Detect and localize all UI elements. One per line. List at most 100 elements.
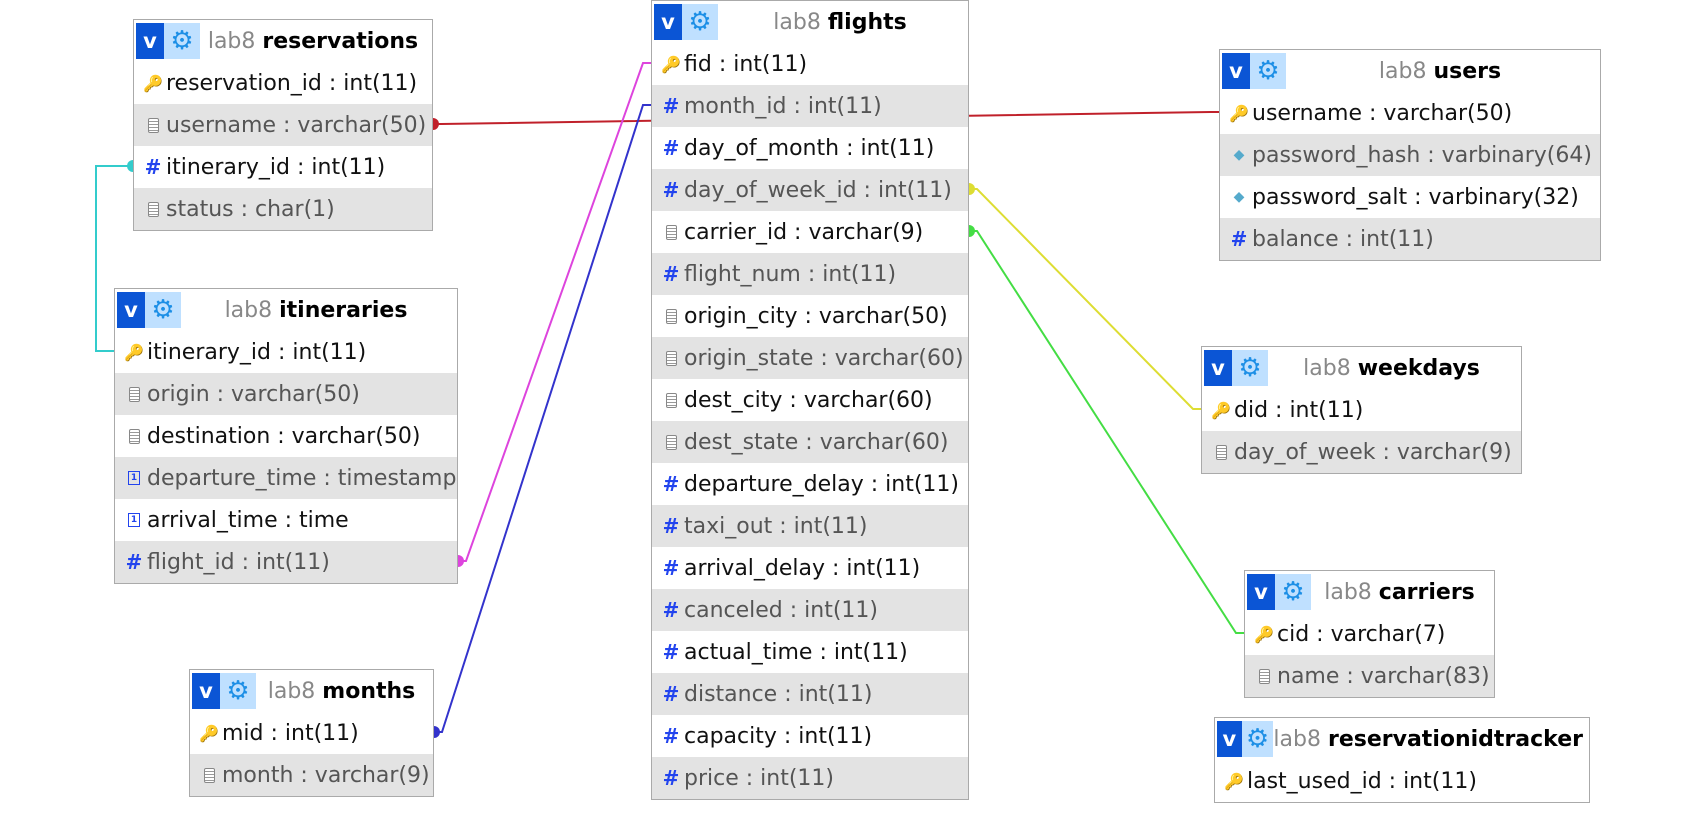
table-column-row[interactable]: day_of_week : varchar(9) [1202, 431, 1521, 473]
table-column-row[interactable]: #capacity : int(11) [652, 715, 968, 757]
table-months[interactable]: v⚙lab8 months🔑mid : int(11)month : varch… [189, 669, 434, 797]
gear-icon[interactable]: ⚙ [1250, 53, 1286, 89]
gear-icon[interactable]: ⚙ [1232, 350, 1268, 386]
column-label: canceled : int(11) [684, 597, 879, 623]
table-column-row[interactable]: ◆password_salt : varbinary(32) [1220, 176, 1600, 218]
table-column-row[interactable]: #month_id : int(11) [652, 85, 968, 127]
toggle-columns-icon[interactable]: v [1204, 350, 1232, 386]
numeric-field-icon: # [662, 178, 680, 202]
gear-icon[interactable]: ⚙ [1241, 721, 1274, 757]
table-column-row[interactable]: dest_state : varchar(60) [652, 421, 968, 463]
column-label: departure_time : timestamp [147, 465, 457, 491]
column-label: month_id : int(11) [684, 93, 882, 119]
table-column-row[interactable]: #day_of_month : int(11) [652, 127, 968, 169]
table-column-row[interactable]: #price : int(11) [652, 757, 968, 799]
table-title: lab8 reservations [200, 29, 432, 54]
table-header[interactable]: v⚙lab8 weekdays [1202, 347, 1521, 389]
table-column-row[interactable]: status : char(1) [134, 188, 432, 230]
table-reservations[interactable]: v⚙lab8 reservations🔑reservation_id : int… [133, 19, 433, 231]
table-header[interactable]: v⚙lab8 flights [652, 1, 968, 43]
table-column-row[interactable]: ◆password_hash : varbinary(64) [1220, 134, 1600, 176]
table-header[interactable]: v⚙lab8 months [190, 670, 433, 712]
toggle-columns-icon[interactable]: v [117, 292, 145, 328]
table-column-row[interactable]: 🔑did : int(11) [1202, 389, 1521, 431]
table-column-row[interactable]: #actual_time : int(11) [652, 631, 968, 673]
toggle-columns-icon[interactable]: v [1217, 721, 1242, 757]
table-header[interactable]: v⚙lab8 reservationidtracker [1215, 718, 1589, 760]
table-itineraries[interactable]: v⚙lab8 itineraries🔑itinerary_id : int(11… [114, 288, 458, 584]
relation-line [434, 104, 651, 733]
table-column-row[interactable]: #departure_delay : int(11) [652, 463, 968, 505]
table-column-row[interactable]: origin_state : varchar(60) [652, 337, 968, 379]
column-label: day_of_week : varchar(9) [1234, 439, 1512, 465]
table-reservationidtracker[interactable]: v⚙lab8 reservationidtracker🔑last_used_id… [1214, 717, 1590, 803]
table-carriers[interactable]: v⚙ lab8 carriers 🔑cid : varchar(7)name : v… [1244, 570, 1495, 698]
table-column-row[interactable]: #balance : int(11) [1220, 218, 1600, 260]
toggle-columns-icon[interactable]: v [136, 23, 164, 59]
table-column-row[interactable]: #distance : int(11) [652, 673, 968, 715]
gear-icon[interactable]: ⚙ [164, 23, 200, 59]
gear-icon[interactable]: ⚙ [682, 4, 718, 40]
table-users[interactable]: v⚙lab8 users🔑username : varchar(50)◆pass… [1219, 49, 1601, 261]
table-column-row[interactable]: name : varchar(83) [1245, 655, 1494, 697]
toggle-columns-icon[interactable]: v [1222, 53, 1250, 89]
database-name: lab8 [207, 28, 256, 54]
table-column-row[interactable]: #day_of_week_id : int(11) [652, 169, 968, 211]
table-header[interactable]: v⚙lab8 reservations [134, 20, 432, 62]
table-weekdays[interactable]: v⚙lab8 weekdays🔑did : int(11) day_of_week… [1201, 346, 1522, 474]
table-column-row[interactable]: month : varchar(9) [190, 754, 433, 796]
text-field-icon [1253, 668, 1275, 684]
toggle-columns-icon[interactable]: v [654, 4, 682, 40]
numeric-field-icon: # [662, 766, 680, 790]
table-column-row[interactable]: #flight_id : int(11) [115, 541, 457, 583]
gear-icon[interactable]: ⚙ [145, 292, 181, 328]
table-title: lab8 users [1286, 59, 1600, 84]
table-header[interactable]: v⚙ lab8 carriers [1245, 571, 1494, 613]
table-column-row[interactable]: dest_city : varchar(60) [652, 379, 968, 421]
text-field-icon [660, 392, 682, 408]
table-column-row[interactable]: #itinerary_id : int(11) [134, 146, 432, 188]
table-header[interactable]: v⚙lab8 users [1220, 50, 1600, 92]
table-column-row[interactable]: carrier_id : varchar(9) [652, 211, 968, 253]
table-column-row[interactable]: 🔑username : varchar(50) [1220, 92, 1600, 134]
table-column-row[interactable]: #canceled : int(11) [652, 589, 968, 631]
table-column-row[interactable]: 🔑last_used_id : int(11) [1215, 760, 1589, 802]
gear-icon[interactable]: ⚙ [1275, 574, 1311, 610]
table-column-row[interactable]: #flight_num : int(11) [652, 253, 968, 295]
column-label: balance : int(11) [1252, 226, 1434, 252]
text-field-icon [198, 767, 220, 783]
column-label: password_salt : varbinary(32) [1252, 184, 1579, 210]
table-column-row[interactable]: username : varchar(50) [134, 104, 432, 146]
primary-key-icon: 🔑 [1211, 400, 1231, 420]
column-label: itinerary_id : int(11) [147, 339, 367, 365]
table-name: flights [827, 9, 907, 35]
numeric-field-icon: # [662, 514, 680, 538]
table-column-row[interactable]: 🔑fid : int(11) [652, 43, 968, 85]
table-flights[interactable]: v⚙lab8 flights🔑fid : int(11)#month_id : … [651, 0, 969, 800]
table-column-row[interactable]: 🔑itinerary_id : int(11) [115, 331, 457, 373]
table-column-row[interactable]: origin : varchar(50) [115, 373, 457, 415]
table-title: lab8 months [256, 679, 433, 704]
column-label: origin : varchar(50) [147, 381, 360, 407]
table-column-row[interactable]: 🔑cid : varchar(7) [1245, 613, 1494, 655]
table-column-row[interactable]: destination : varchar(50) [115, 415, 457, 457]
table-column-row[interactable]: #taxi_out : int(11) [652, 505, 968, 547]
database-name: lab8 [1324, 579, 1372, 605]
numeric-field-icon: # [662, 136, 680, 160]
toggle-columns-icon[interactable]: v [1247, 574, 1275, 610]
table-column-row[interactable]: #arrival_delay : int(11) [652, 547, 968, 589]
table-name: carriers [1378, 579, 1475, 605]
table-header[interactable]: v⚙lab8 itineraries [115, 289, 457, 331]
table-column-row[interactable]: 🔑reservation_id : int(11) [134, 62, 432, 104]
numeric-field-icon: # [1230, 227, 1248, 251]
gear-icon[interactable]: ⚙ [220, 673, 256, 709]
database-name: lab8 [1273, 726, 1321, 752]
table-column-row[interactable]: 🔑mid : int(11) [190, 712, 433, 754]
table-column-row[interactable]: origin_city : varchar(50) [652, 295, 968, 337]
toggle-columns-icon[interactable]: v [192, 673, 220, 709]
database-name: lab8 [224, 297, 273, 323]
database-name: lab8 [267, 678, 316, 704]
numeric-field-icon: # [662, 94, 680, 118]
